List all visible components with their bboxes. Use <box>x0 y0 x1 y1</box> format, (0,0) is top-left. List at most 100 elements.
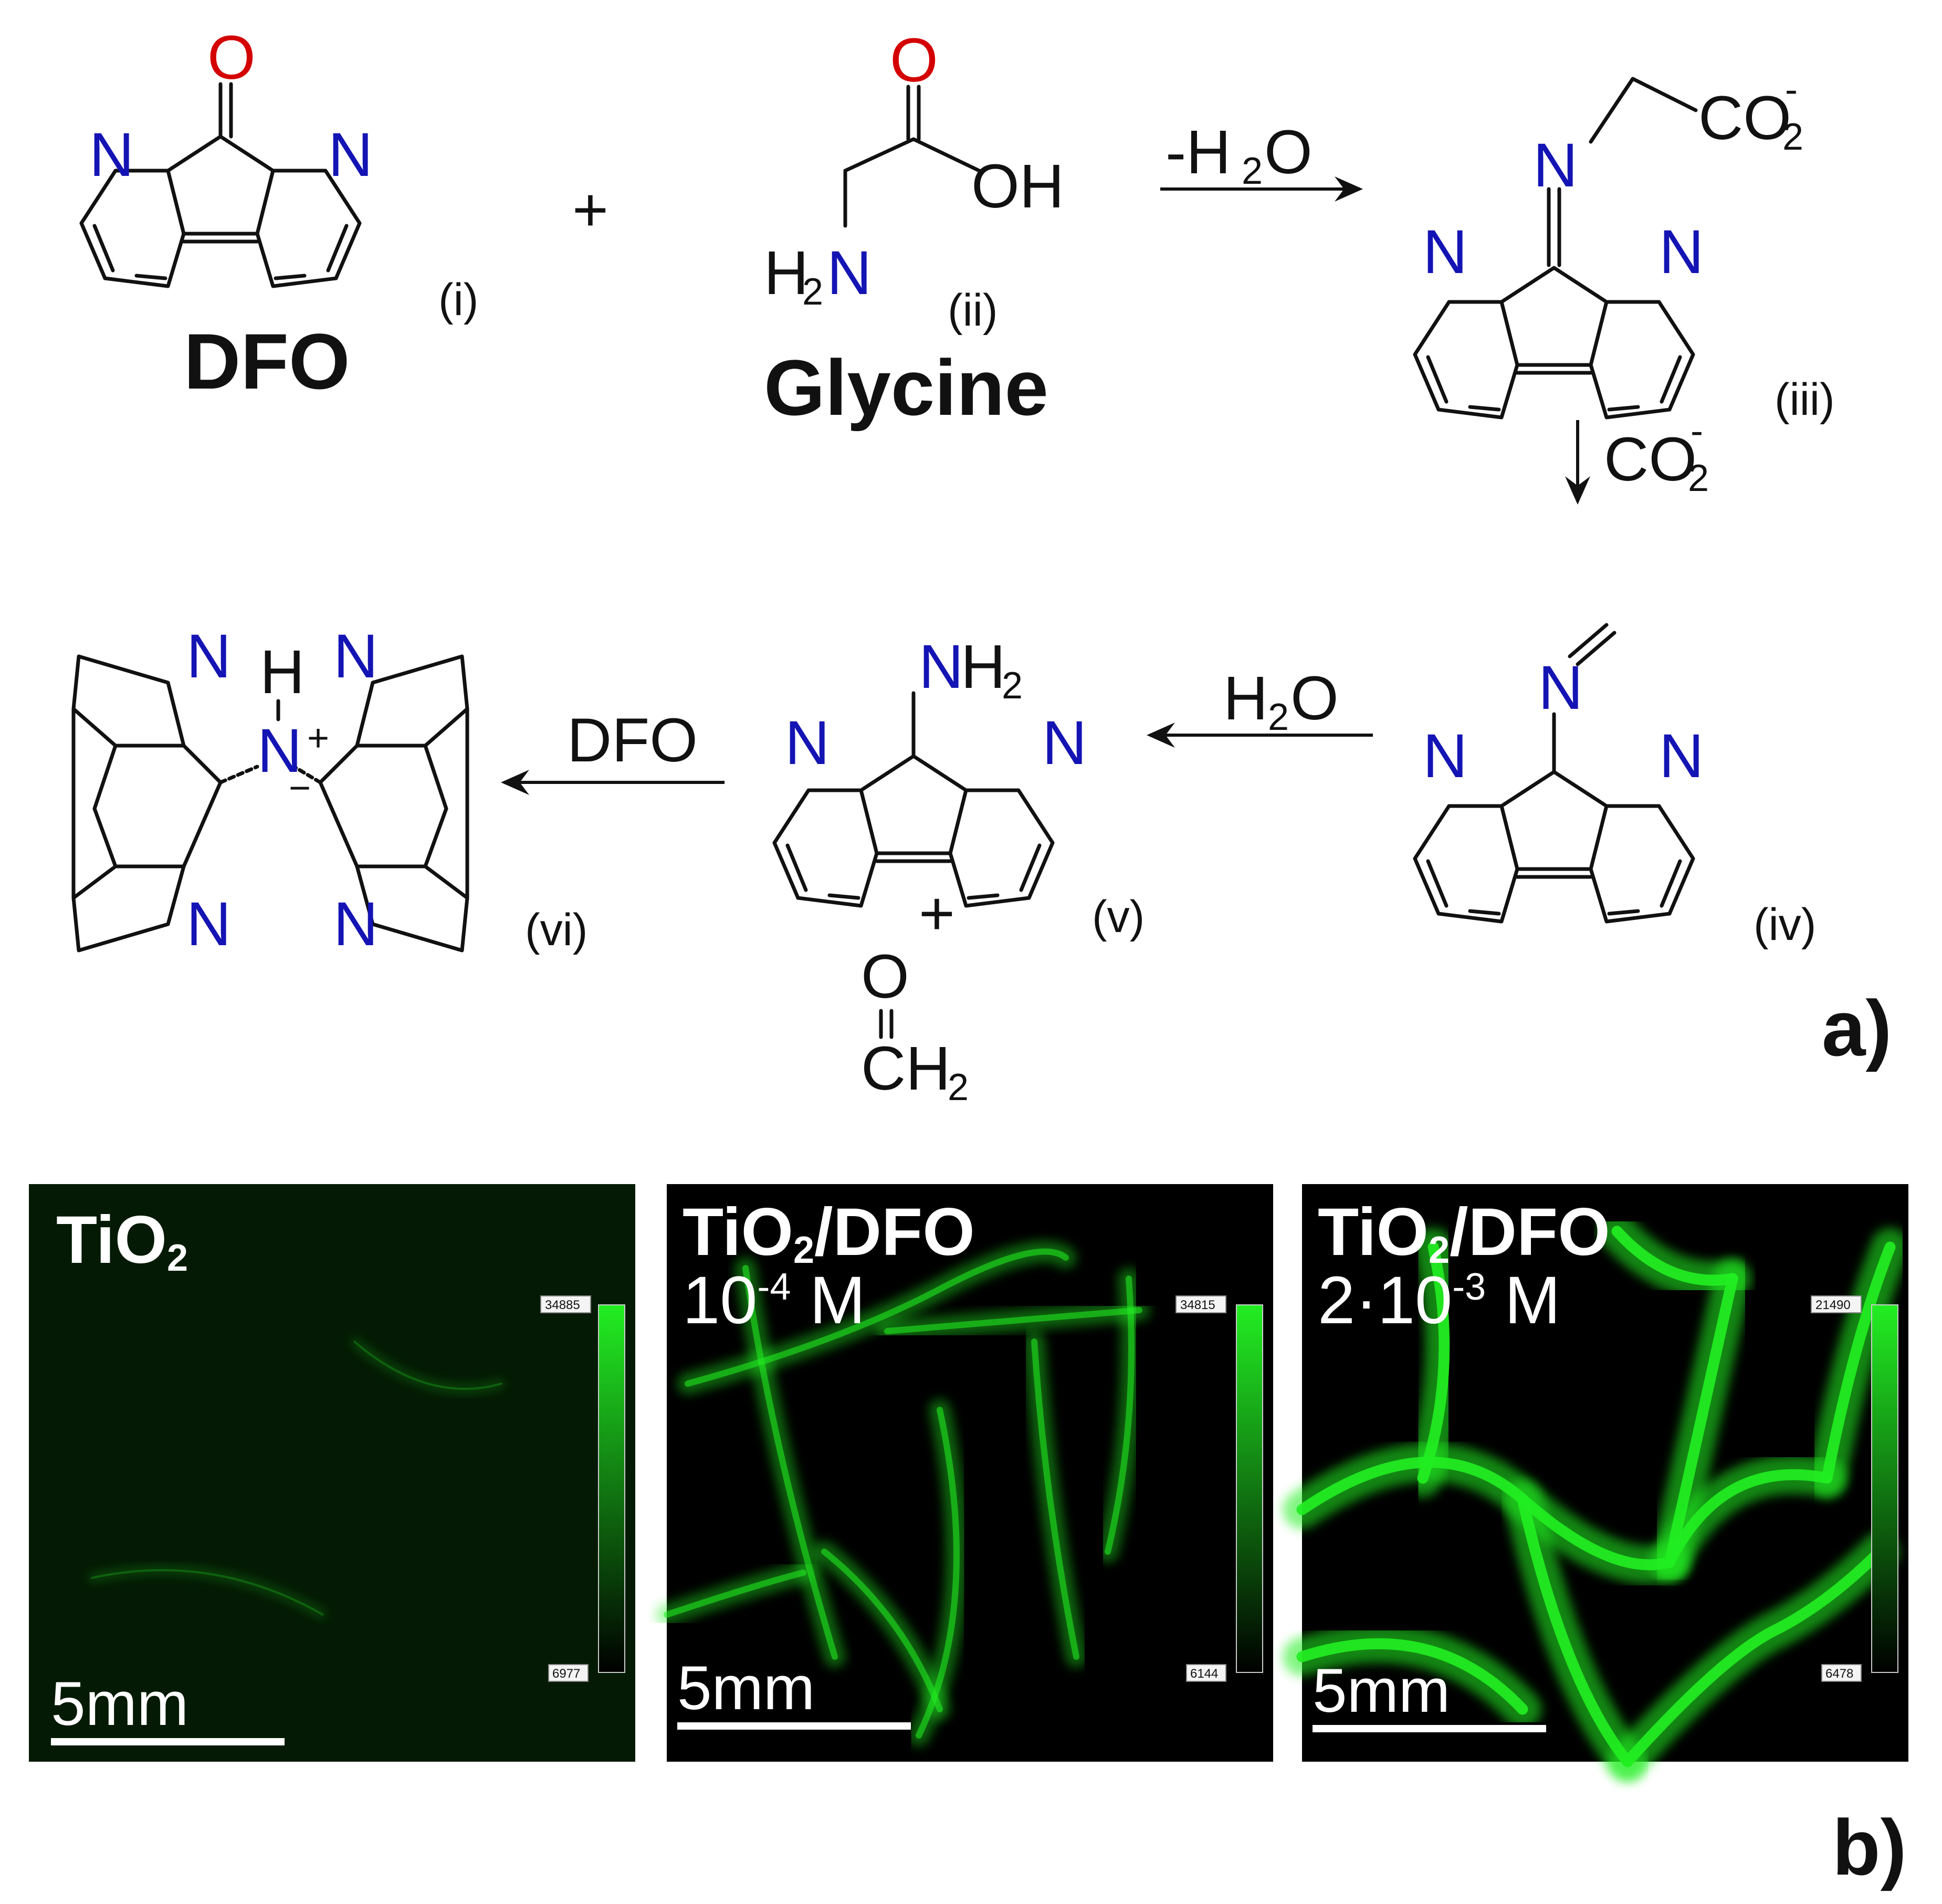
fluorescence-streak <box>742 1265 838 1660</box>
atom-h: H <box>260 637 305 707</box>
compound-label-i: (i) <box>438 275 478 325</box>
atom-n: N <box>785 708 830 778</box>
arrow-label: -H <box>1166 118 1231 187</box>
colorbar-max: 21490 <box>1815 1298 1851 1312</box>
arrow-dehydration: -H 2 O <box>1160 118 1363 202</box>
scale-bar-label: 5mm <box>1313 1656 1450 1725</box>
fluorescence-streak <box>1417 1241 1450 1484</box>
compound-v: N H 2 N N (v) + O CH 2 <box>774 632 1145 1108</box>
charge-minus: - <box>1785 69 1798 111</box>
fluorescence-streak <box>1296 1638 1528 1715</box>
compound-iv: N N N (iv) <box>1415 623 1816 950</box>
subscript-2: 2 <box>1268 696 1289 738</box>
charge-plus: + <box>307 717 329 759</box>
atom-n: N <box>1042 708 1087 778</box>
colorbar-max: 34815 <box>1180 1298 1215 1312</box>
charge-minus: − <box>289 767 311 809</box>
atom-h: H <box>764 238 809 308</box>
reaction-scheme: O N N (i) DFO + O OH H 2 N (ii) Glycine … <box>71 23 1892 1108</box>
fluorescence-streaks <box>1283 1212 1909 1781</box>
fluorescence-streak <box>884 1307 1142 1334</box>
plus-sign: + <box>572 175 608 245</box>
colorbar <box>1236 1304 1263 1673</box>
arrow-hydrolysis: H 2 O <box>1147 664 1373 748</box>
atom-n: N <box>919 632 963 702</box>
fluorescence-images: TiO2 34885 6977 5mm TiO2/DFO 10-4 M 3481… <box>29 1184 1909 1891</box>
compound-label-ii: (ii) <box>948 285 998 336</box>
fluorescence-streak <box>1517 1493 1633 1767</box>
atom-n: N <box>1659 217 1704 287</box>
scale-bar <box>1313 1725 1546 1732</box>
subscript-2: 2 <box>1242 150 1263 192</box>
atom-n: N <box>333 622 378 691</box>
panel-letter-b: b) <box>1832 1803 1907 1891</box>
image-panel: TiO2/DFO 10-4 M 34815 6144 5mm <box>656 1184 1273 1762</box>
fluorescence-glow <box>351 1338 505 1393</box>
compound-dfo: O N N (i) DFO <box>81 23 478 405</box>
panel-concentration: 2·10-3 M <box>1318 1263 1560 1338</box>
atom-o: O <box>861 942 909 1011</box>
panel-concentration: 10-4 M <box>683 1263 866 1338</box>
panel-title: TiO2/DFO <box>1318 1195 1610 1271</box>
arrow-label-tail: O <box>1264 118 1313 187</box>
arrow-label: DFO <box>567 706 698 775</box>
plus-sign: + <box>919 879 955 948</box>
scale-bar-label: 5mm <box>677 1654 815 1723</box>
scale-bar-label: 5mm <box>51 1669 188 1739</box>
compound-glycine: O OH H 2 N (ii) Glycine <box>764 26 1064 432</box>
atom-n: N <box>89 120 134 190</box>
panel-background <box>29 1184 635 1762</box>
arrow-label-tail: O <box>1290 664 1339 733</box>
colorbar-min: 6478 <box>1825 1667 1853 1681</box>
panel-title: TiO2/DFO <box>683 1195 975 1271</box>
scale-bar <box>51 1738 285 1745</box>
panel-title: TiO2 <box>56 1202 188 1279</box>
co2-label: CO <box>1698 83 1791 153</box>
atom-n: N <box>257 716 302 786</box>
fluorescence-streak <box>1821 1241 1896 1484</box>
atom-oh: OH <box>971 152 1064 221</box>
fluorescence-streaks <box>88 1338 505 1618</box>
arrow-decarboxylation: CO 2 - <box>1565 410 1709 505</box>
atom-n: N <box>1423 217 1467 287</box>
atom-n: N <box>1538 653 1583 723</box>
compound-iii: N CO 2 - N N (iii) <box>1415 69 1835 425</box>
panel-letter-a: a) <box>1822 984 1892 1072</box>
charge-minus: - <box>1691 410 1703 452</box>
compound-label-iii: (iii) <box>1775 374 1835 425</box>
arrow-label: CO <box>1604 425 1697 494</box>
subscript-2: 2 <box>1688 457 1709 499</box>
fluorescence-streak <box>1611 1226 1738 1286</box>
image-panel: TiO2 34885 6977 5mm <box>29 1184 635 1762</box>
scale-bar <box>677 1722 911 1730</box>
arrow-dfo: DFO <box>501 706 725 795</box>
compound-label-vi: (vi) <box>525 905 587 955</box>
compound-label-iv: (iv) <box>1754 899 1816 950</box>
colorbar <box>598 1304 625 1673</box>
fluorescence-streak <box>353 1341 502 1390</box>
atom-n: N <box>827 238 872 308</box>
arrow-label: H <box>1223 664 1268 733</box>
colorbar-min: 6977 <box>552 1667 580 1681</box>
subscript-2: 2 <box>802 271 823 313</box>
ch2-label: CH <box>861 1034 950 1103</box>
subscript-2: 2 <box>1002 665 1023 707</box>
fluorescence-streak <box>664 1570 806 1618</box>
atom-n: N <box>1423 721 1467 791</box>
subscript-2: 2 <box>1782 116 1803 158</box>
fluorescence-glow <box>88 1566 327 1618</box>
atom-n: N <box>1659 721 1704 791</box>
compound-name-glycine: Glycine <box>764 343 1048 432</box>
atom-n: N <box>186 622 231 691</box>
atom-h: H <box>961 632 1005 702</box>
fluorescence-streak <box>821 1549 943 1712</box>
colorbar <box>1871 1304 1898 1673</box>
colorbar-max: 34885 <box>545 1298 580 1312</box>
fluorescence-streak <box>1622 1546 1885 1767</box>
image-panel: TiO2/DFO 2·10-3 M 21490 6478 5mm <box>1283 1184 1909 1781</box>
atom-o: O <box>890 26 938 95</box>
fluorescence-streak <box>1031 1338 1079 1660</box>
compound-vi: N H + − N N N N (vi) <box>71 622 587 959</box>
atom-n: N <box>333 890 378 959</box>
